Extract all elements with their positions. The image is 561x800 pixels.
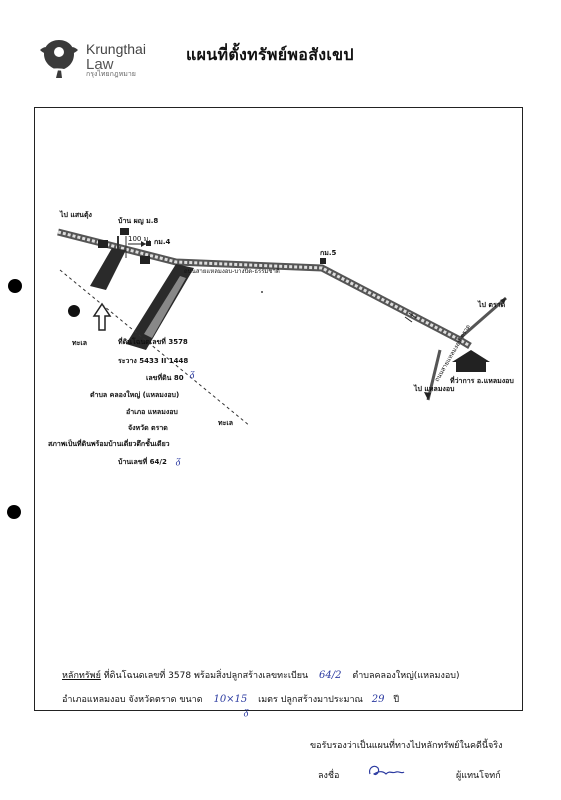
info-district: อำเภอ แหลมงอบ (126, 408, 178, 416)
info-house-no: บ้านเลขที่ 64/2 (118, 458, 167, 466)
map-frame (34, 107, 523, 711)
label-distance: 100 ม. (128, 235, 151, 243)
label-km5: กม.5 (320, 249, 337, 257)
label-to-trat: ไป ตราด (478, 301, 506, 309)
info-condition: สภาพเป็นที่ดินพร้อมบ้านเดี่ยวตึกชั้นเดีย… (48, 440, 170, 448)
info-subdistrict: ตำบล คลองใหญ่ (แหลมงอบ) (90, 391, 180, 399)
house-number: 64/2 (319, 670, 342, 681)
collateral-built: เมตร ปลูกสร้างมาประมาณ (258, 695, 363, 705)
label-district-office: ที่ว่าการ อ.แหลมงอบ (450, 377, 514, 385)
km5-marker-icon (320, 258, 326, 264)
collateral-years-unit: ปี (393, 695, 400, 705)
house-icon (98, 240, 108, 248)
certify-text: ขอรับรองว่าเป็นแผนที่ทางไปหลักทรัพย์ในคด… (310, 741, 503, 751)
district-office-icon (452, 350, 490, 372)
page-title: แผนที่ตั้งทรัพย์พอสังเขป (186, 45, 354, 64)
collateral-text: ที่ดินโฉนดเลขที่ 3578 พร้อมสิ่งปลูกสร้าง… (103, 671, 309, 681)
arrow-to-trat-icon (500, 298, 506, 304)
house-icon (120, 228, 129, 235)
collateral-label: หลักทรัพย์ (62, 671, 101, 681)
logo-brand: Krungthai (86, 41, 146, 57)
info-province: จังหวัด ตราด (128, 424, 168, 432)
km4-marker-icon (146, 241, 151, 246)
initial-mark: ᵹ (176, 455, 181, 466)
main-road (57, 228, 472, 350)
sign-role: ผู้แทนโจทก์ (456, 771, 501, 781)
label-road-name: ถนนสายแหลมงอบ-บางปิด-ธรรมชาติ (184, 268, 280, 275)
logo-thai: กรุงไทยกฎหมาย (86, 70, 136, 78)
info-land-no: เลขที่ดิน 80 (146, 374, 184, 382)
info-deed: ที่ดินโฉนดเลขที่ 3578 (118, 338, 188, 346)
initial-mark: ᵹ (244, 706, 249, 717)
arrow-to-laem-ngop-icon (424, 392, 431, 400)
north-arrow-icon (92, 302, 112, 331)
logo-law: Law (86, 56, 114, 73)
house-icon (140, 256, 150, 264)
land-size: 10×15 (213, 694, 248, 705)
punch-hole-top (8, 279, 22, 293)
collateral-line-1: หลักทรัพย์ ที่ดินโฉนดเลขที่ 3578 พร้อมสิ… (62, 668, 460, 682)
label-sea-right: ทะเล (218, 419, 234, 427)
collateral-district: อำเภอแหลมงอบ จังหวัดตราด ขนาด (62, 695, 203, 705)
sign-label: ลงชื่อ (318, 771, 340, 781)
punch-hole-bottom (7, 505, 21, 519)
krungthai-logo-icon (40, 40, 78, 78)
info-sheet: ระวาง 5433 II 1448 (118, 357, 189, 365)
label-village: บ้าน ผญ ม.8 (118, 217, 159, 225)
label-km4: กม.4 (154, 238, 171, 246)
initial-mark: ᵹ (190, 368, 195, 379)
collateral-line-2: อำเภอแหลมงอบ จังหวัดตราด ขนาด 10×15 เมตร… (62, 692, 399, 706)
label-to-laem-ngop: ไป แหลมงอบ (414, 385, 455, 393)
building-age: 29 (371, 694, 385, 705)
collateral-subdistrict: ตำบลคลองใหญ่(แหลมงอบ) (352, 671, 460, 681)
label-to-saen-tung: ไป แสนตุ้ง (60, 211, 92, 219)
label-sea-left: ทะเล (72, 339, 88, 347)
signature-icon (369, 765, 405, 776)
